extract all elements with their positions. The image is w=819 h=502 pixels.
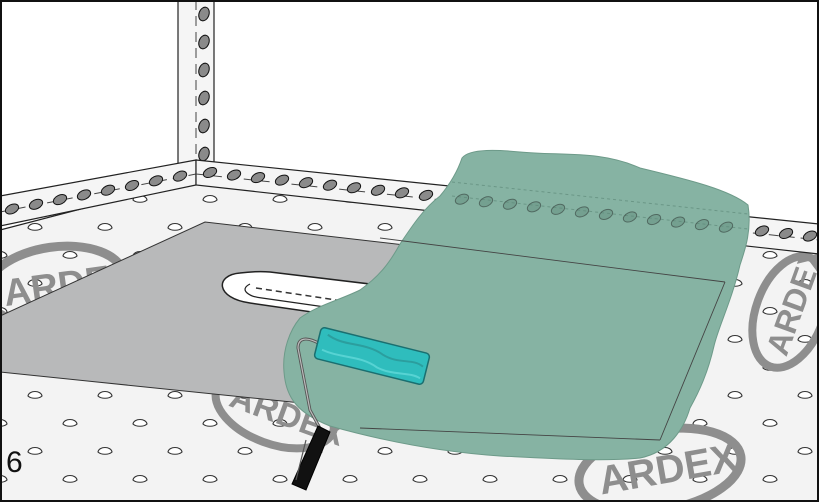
floor-stud (63, 420, 77, 427)
floor-stud (763, 476, 777, 483)
floor-stud (203, 196, 217, 203)
floor-stud (63, 476, 77, 483)
floor-stud (798, 392, 812, 399)
floor-stud (308, 224, 322, 231)
floor-stud (553, 476, 567, 483)
floor-stud (203, 476, 217, 483)
floor-stud (28, 224, 42, 231)
floor-stud (133, 476, 147, 483)
floor-stud (378, 224, 392, 231)
floor-stud (98, 392, 112, 399)
floor-stud (168, 224, 182, 231)
floor-stud (763, 252, 777, 259)
floor-stud (763, 420, 777, 427)
floor-stud (378, 448, 392, 455)
floor-stud (483, 476, 497, 483)
step-number: 6 (6, 448, 23, 478)
floor-stud (203, 420, 217, 427)
floor-stud (798, 448, 812, 455)
floor-stud (28, 392, 42, 399)
floor-stud (133, 420, 147, 427)
corner-sealing-strip (178, 0, 214, 175)
floor-stud (98, 448, 112, 455)
floor-stud (413, 476, 427, 483)
floor-stud (168, 392, 182, 399)
floor-stud (63, 252, 77, 259)
floor-stud (28, 448, 42, 455)
floor-stud (343, 476, 357, 483)
floor-stud (238, 448, 252, 455)
floor-stud (273, 476, 287, 483)
floor-stud (98, 224, 112, 231)
floor-stud (728, 392, 742, 399)
floor-stud (273, 196, 287, 203)
floor-stud (728, 336, 742, 343)
floor-stud (168, 448, 182, 455)
